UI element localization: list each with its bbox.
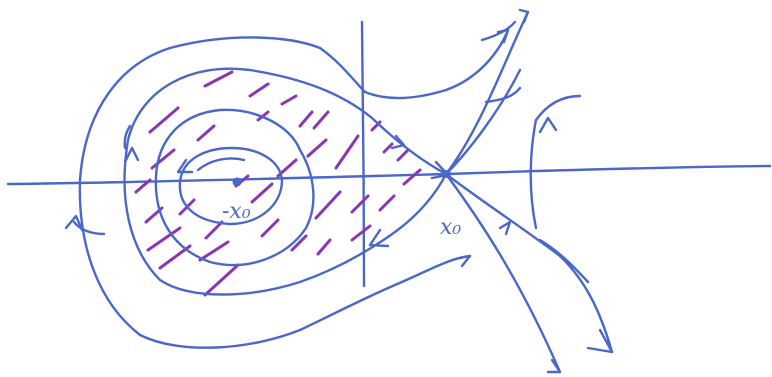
outer-orbit xyxy=(80,37,470,347)
y-axis xyxy=(362,22,364,286)
hatched-region xyxy=(136,72,420,295)
arrowhead xyxy=(126,148,138,160)
label-minus-x0: -x₀ xyxy=(222,199,251,224)
outer-orbit-top xyxy=(320,30,508,98)
stable-manifold-down xyxy=(446,174,560,372)
saddle-point xyxy=(443,170,451,178)
right-branch-top xyxy=(536,96,580,120)
trajectories xyxy=(80,30,508,348)
right-branch xyxy=(531,120,536,228)
arrowhead xyxy=(540,118,556,132)
arrowhead xyxy=(520,10,528,22)
saddle-separatrices xyxy=(74,12,612,372)
arrowhead xyxy=(460,256,470,266)
lower-right-branch xyxy=(446,174,612,352)
arrowhead xyxy=(500,222,510,234)
center-point xyxy=(233,178,242,187)
innermost-orbit xyxy=(198,158,244,170)
x-axis xyxy=(8,166,770,184)
label-x0: x₀ xyxy=(440,215,461,240)
